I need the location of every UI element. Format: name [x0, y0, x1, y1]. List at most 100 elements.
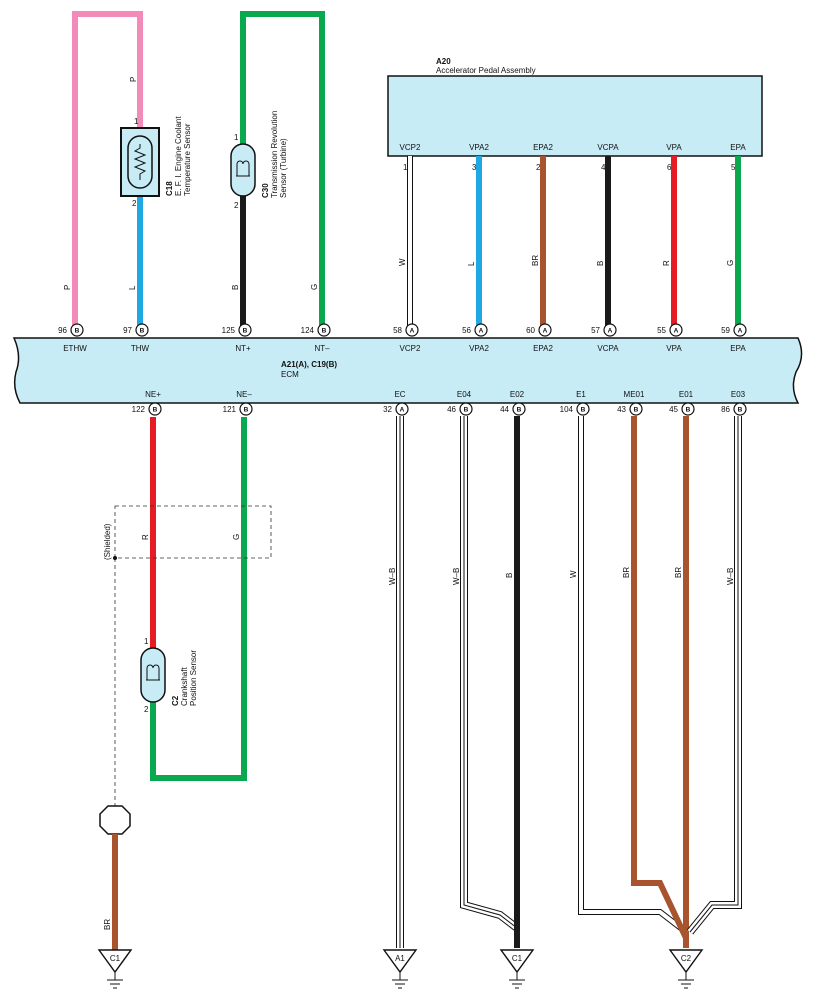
ecm-top-pin-96: B [70, 323, 84, 337]
ecm-bottom-pin-121: B [239, 402, 253, 416]
ecm-terminal-e1: E1 [576, 390, 586, 399]
ecm-top-pin-97: B [135, 323, 149, 337]
c30-pin-bottom: 2 [234, 201, 239, 210]
ground-label-c2: C2 [681, 954, 692, 963]
wire-wb-e04 [460, 416, 520, 932]
svg-text:B: B [634, 406, 639, 413]
c18-name-line2: Temperature Sensor [183, 123, 192, 196]
ecm-top-pin-59: A [733, 323, 747, 337]
accelerator-pin-3: 3 [472, 163, 477, 172]
wire-code-epa2: BR [531, 255, 540, 266]
accelerator-pin-6: 6 [667, 163, 672, 172]
ecm-top-pin-55: A [669, 323, 683, 337]
svg-text:B: B [75, 327, 80, 334]
ecm-terminal-ec: EC [394, 390, 405, 399]
wire-code-pink-top: P [129, 77, 138, 82]
svg-text:B: B [244, 406, 249, 413]
ecm-pin-number-122: 122 [132, 405, 146, 414]
accelerator-terminal-vcpa: VCPA [597, 143, 619, 152]
svg-text:A: A [410, 327, 415, 334]
ecm-top-pin-60: A [538, 323, 552, 337]
wire-code-black: B [231, 285, 240, 290]
ecm-terminal-epa: EPA [730, 344, 746, 353]
wire-code-vcp2: W [398, 258, 407, 266]
ecm-terminal-ethw: ETHW [63, 344, 87, 353]
ecm-bottom-pin-122: B [148, 402, 162, 416]
ecm-terminal-e04: E04 [457, 390, 472, 399]
ecm-terminal-e01: E01 [679, 390, 694, 399]
ecm-terminal-nex: NE– [236, 390, 252, 399]
ecm-pin-number-104: 104 [560, 405, 574, 414]
ecm-pin-number-32: 32 [383, 405, 392, 414]
ecm-top-pin-56: A [474, 323, 488, 337]
ecm-pin-number-56: 56 [462, 326, 471, 335]
c18-name-line1: E. F. I. Engine Coolant [174, 116, 183, 196]
ecm-pin-number-97: 97 [123, 326, 132, 335]
accelerator-terminal-vpa: VPA [666, 143, 682, 152]
shield-box [114, 505, 272, 559]
accelerator-terminal-vpa2: VPA2 [469, 143, 489, 152]
crankshaft-position-sensor [140, 647, 166, 703]
ecm-bottom-pin-43: B [629, 402, 643, 416]
svg-text:B: B [243, 327, 248, 334]
wire-code-ne-minus: G [232, 534, 241, 540]
ecm-terminal-vpa: VPA [666, 344, 682, 353]
ecm-bottom-pin-86: B [733, 402, 747, 416]
ground-label-c1: C1 [110, 954, 121, 963]
ecm-pin-number-60: 60 [526, 326, 535, 335]
ecm-terminal-ntx: NT+ [235, 344, 251, 353]
accelerator-pin-4: 4 [601, 163, 606, 172]
svg-text:B: B [464, 406, 469, 413]
ecm-bottom-pin-32: A [395, 402, 409, 416]
shield-label: (Shielded) [103, 523, 112, 560]
ecm-name: ECM [281, 370, 299, 379]
ecm-terminal-epa2: EPA2 [533, 344, 553, 353]
ecm-pin-number-121: 121 [223, 405, 237, 414]
wire-code-e03: W–B [726, 568, 735, 585]
svg-text:A: A [400, 406, 405, 413]
ecm-bottom-pin-104: B [576, 402, 590, 416]
accelerator-terminal-epa2: EPA2 [533, 143, 553, 152]
ecm-terminal-vcp2: VCP2 [400, 344, 421, 353]
svg-text:B: B [581, 406, 586, 413]
ecm-pin-number-57: 57 [591, 326, 600, 335]
c18-code: C18 [165, 181, 174, 196]
a20-name: Accelerator Pedal Assembly [436, 66, 536, 75]
wire-code-blue: L [128, 285, 137, 290]
ecm-top-pin-124: B [317, 323, 331, 337]
wire-code-vpa: R [662, 260, 671, 266]
ecm-terminal-nex: NE+ [145, 390, 161, 399]
wire-code-e1: W [569, 570, 578, 578]
ground-symbol-c2-3: C2 [668, 949, 704, 989]
ecm-terminal-vpa2: VPA2 [469, 344, 489, 353]
ecm-terminal-vcpa: VCPA [597, 344, 619, 353]
ecm-pin-number-59: 59 [721, 326, 730, 335]
svg-text:A: A [738, 327, 743, 334]
ground-label-c1: C1 [512, 954, 523, 963]
svg-text:B: B [322, 327, 327, 334]
ecm-pin-number-96: 96 [58, 326, 67, 335]
ecm-pin-number-45: 45 [669, 405, 678, 414]
ecm-pin-number-58: 58 [393, 326, 402, 335]
a20-code: A20 [436, 57, 451, 66]
svg-text:A: A [543, 327, 548, 334]
wire-green-nt [240, 11, 325, 330]
accelerator-pin-1: 1 [403, 163, 408, 172]
c30-pin-top: 1 [234, 133, 239, 142]
ecm-top-pin-58: A [405, 323, 419, 337]
c30-code: C30 [261, 183, 270, 198]
svg-text:B: B [153, 406, 158, 413]
ground-symbol-c1-2: C1 [499, 949, 535, 989]
accelerator-pin-5: 5 [731, 163, 736, 172]
coolant-temperature-sensor [120, 127, 160, 197]
ecm-terminal-thw: THW [131, 344, 150, 353]
ecm-bottom-pin-45: B [681, 402, 695, 416]
wire-code-ne-plus: R [141, 534, 150, 540]
ecm-terminal-ntx: NT– [314, 344, 330, 353]
svg-text:B: B [517, 406, 522, 413]
svg-text:B: B [140, 327, 145, 334]
c2-pin-bottom: 2 [144, 705, 149, 714]
c30-name-line2: Sensor (Turbine) [279, 138, 288, 198]
turbine-sensor [230, 143, 256, 197]
